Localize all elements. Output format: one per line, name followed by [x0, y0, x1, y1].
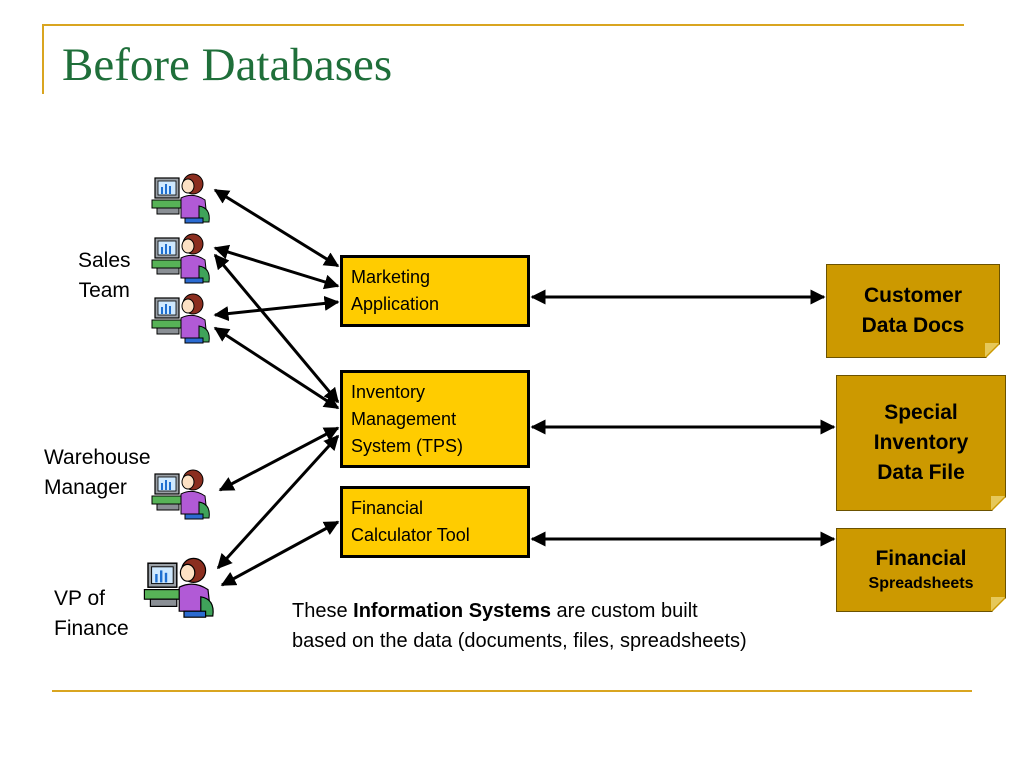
top-rule	[44, 24, 964, 26]
sales-team-label: Sales Team	[78, 246, 131, 306]
bottom-rule	[52, 690, 972, 692]
sales-person-1-icon	[151, 173, 210, 224]
inventory-line2: Management	[351, 409, 457, 429]
inventory-file-line2: Inventory	[873, 431, 969, 454]
inventory-line1: Inventory	[351, 382, 426, 402]
customer-docs-line1: Customer	[863, 284, 963, 307]
financial-spreadsheets: Financial Spreadsheets	[836, 528, 1006, 612]
financial-line2: Calculator Tool	[351, 525, 470, 545]
financial-line1: Financial	[351, 498, 424, 518]
left-rule	[42, 24, 44, 94]
caption-bold: Information Systems	[353, 600, 551, 622]
arrow-sales3-marketing	[213, 295, 340, 322]
caption-pre: These	[292, 600, 354, 622]
customer-data-docs: Customer Data Docs	[826, 264, 1000, 358]
vp-finance-line2: Finance	[54, 617, 129, 640]
arrow-warehouse-inventory	[218, 426, 340, 492]
marketing-line2: Application	[351, 294, 440, 314]
spreadsheets-line2: Spreadsheets	[868, 575, 974, 592]
inventory-file-line3: Data File	[877, 461, 965, 484]
sales-person-2-icon	[151, 233, 210, 284]
warehouse-manager-line2: Manager	[44, 476, 127, 499]
caption: These Information Systems are custom bui…	[292, 596, 747, 656]
marketing-application-box: Marketing Application	[340, 255, 530, 327]
warehouse-manager-label: Warehouse Manager	[44, 443, 151, 503]
sales-team-line1: Sales	[78, 249, 131, 272]
customer-docs-line2: Data Docs	[861, 314, 965, 337]
marketing-line1: Marketing	[351, 267, 431, 287]
special-inventory-data-file: Special Inventory Data File	[836, 375, 1006, 511]
arrow-vp-inventory	[216, 434, 340, 570]
warehouse-manager-icon	[151, 469, 210, 520]
sales-person-3-icon	[151, 293, 210, 344]
spreadsheets-line1: Financial	[875, 547, 967, 570]
arrow-sales2-inventory	[213, 253, 340, 404]
slide-title: Before Databases	[62, 39, 393, 91]
inventory-line3: System (TPS)	[351, 436, 464, 456]
vp-finance-icon	[143, 557, 214, 618]
sales-team-line2: Team	[78, 279, 130, 302]
caption-post: are custom built	[550, 600, 698, 622]
caption-line2: based on the data (documents, files, spr…	[292, 630, 747, 652]
financial-calculator-box: Financial Calculator Tool	[340, 486, 530, 558]
vp-finance-line1: VP of	[54, 587, 105, 610]
warehouse-manager-line1: Warehouse	[44, 446, 151, 469]
inventory-system-box: Inventory Management System (TPS)	[340, 370, 530, 468]
arrow-sales3-inventory	[213, 326, 340, 410]
caption-line1: These Information Systems are custom bui…	[292, 596, 747, 626]
inventory-file-line1: Special	[884, 401, 958, 424]
vp-finance-label: VP of Finance	[54, 584, 129, 644]
arrow-vp-financial	[220, 520, 340, 587]
